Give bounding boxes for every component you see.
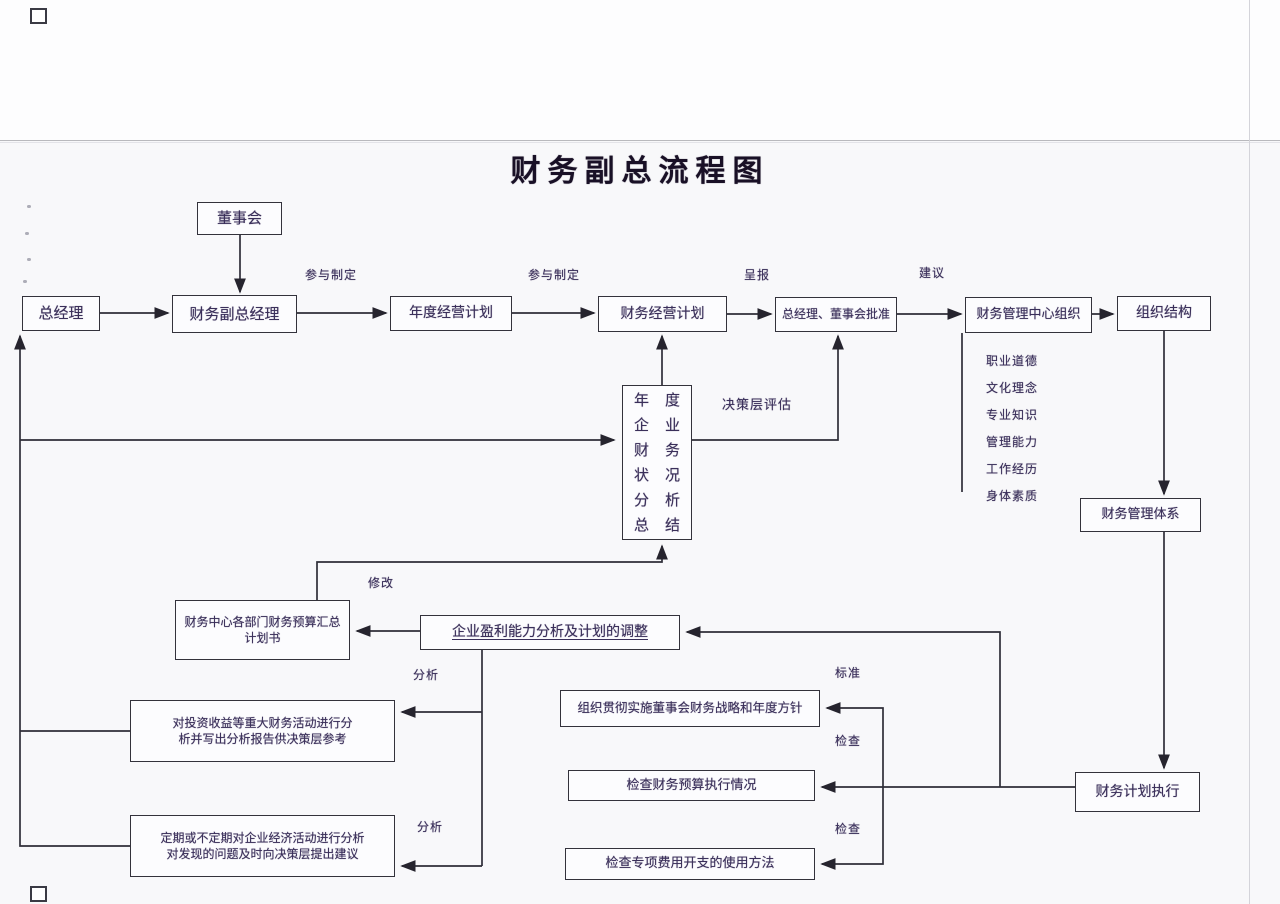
edge-label-analyze-1: 分析 (413, 668, 440, 682)
node-check-budget-execution: 检查财务预算执行情况 (568, 770, 815, 801)
node-label: 企业盈利能力分析及计划的调整 (452, 624, 648, 641)
competency-item: 工作经历 (986, 462, 1039, 476)
node-label: 董事会 (216, 209, 262, 228)
competency-item: 专业知识 (986, 408, 1039, 422)
edge-label-suggestion: 建议 (919, 266, 946, 280)
node-label-line2: 对发现的问题及时向决策层提出建议 (166, 847, 359, 861)
node-annual-operating-plan: 年度经营计划 (390, 296, 512, 331)
node-profitability-analysis-adjustment: 企业盈利能力分析及计划的调整 (420, 615, 680, 650)
node-annual-financial-analysis-summary: 年企财状分总 度业务况析结 (622, 385, 692, 540)
edge-label-participate-2: 参与制定 (528, 268, 581, 282)
node-label: 财务副总经理 (189, 304, 280, 323)
node-finance-operating-plan: 财务经营计划 (598, 296, 727, 332)
edge-label-check-2: 检查 (835, 822, 862, 836)
node-label: 财务经营计划 (620, 305, 705, 322)
node-label: 财务管理中心组织 (976, 307, 1081, 323)
node-dept-budget-plan: 财务中心各部门财务预算汇总 计划书 (175, 600, 350, 660)
scan-artifact-dot (25, 232, 29, 235)
edge-label-submit: 呈报 (744, 268, 771, 282)
node-label-line1: 定期或不定期对企业经济活动进行分析 (160, 830, 365, 845)
page-right-edge-line (1249, 0, 1250, 904)
node-label-line2: 析并写出分析报告供决策层参考 (178, 732, 347, 746)
competency-item: 职业道德 (986, 354, 1039, 368)
node-organization-structure: 组织结构 (1117, 296, 1211, 331)
node-general-manager: 总经理 (22, 296, 100, 331)
vertical-text-columns: 年企财状分总 度业务况析结 (634, 388, 680, 538)
node-label: 年度经营计划 (409, 305, 493, 322)
node-finance-plan-execution: 财务计划执行 (1075, 772, 1200, 812)
node-label: 组织贯彻实施董事会财务战略和年度方针 (577, 700, 803, 716)
node-label: 检查专项费用开支的使用方法 (605, 856, 775, 872)
scan-artifact-dot (23, 280, 27, 283)
node-gm-board-approval: 总经理、董事会批准 (775, 297, 897, 332)
edge-label-check-1: 检查 (835, 734, 862, 748)
competency-item: 文化理念 (986, 381, 1039, 395)
node-finance-vp: 财务副总经理 (172, 295, 297, 333)
node-finance-management-center: 财务管理中心组织 (965, 297, 1092, 333)
node-label-line2: 计划书 (244, 631, 281, 645)
scan-artifact-dot (27, 258, 31, 261)
node-periodic-analysis-report: 定期或不定期对企业经济活动进行分析 对发现的问题及时向决策层提出建议 (130, 815, 395, 877)
node-label-line1: 财务中心各部门财务预算汇总 (184, 614, 341, 629)
edge-label-participate-1: 参与制定 (305, 268, 358, 282)
edge-label-standard: 标准 (835, 666, 862, 680)
edge-label-decision-eval: 决策层评估 (722, 398, 793, 413)
node-label: 总经理、董事会批准 (781, 307, 890, 322)
page-corner-mark-top (30, 8, 47, 24)
node-label: 总经理 (38, 304, 84, 323)
node-investment-analysis-report: 对投资收益等重大财务活动进行分 析并写出分析报告供决策层参考 (130, 700, 395, 762)
node-label: 检查财务预算执行情况 (626, 777, 757, 793)
node-board-of-directors: 董事会 (197, 202, 282, 235)
node-label: 财务计划执行 (1095, 783, 1180, 800)
competency-item: 管理能力 (986, 435, 1039, 449)
scan-artifact-dot (27, 205, 31, 208)
node-implement-board-strategy: 组织贯彻实施董事会财务战略和年度方针 (560, 690, 820, 727)
page-title: 财务副总流程图 (510, 154, 770, 189)
vertical-column-2: 度业务况析结 (665, 390, 681, 534)
vertical-column-1: 年企财状分总 (634, 390, 650, 534)
edge-label-analyze-2: 分析 (417, 820, 444, 834)
edge-label-revise: 修改 (368, 576, 395, 590)
competency-item: 身体素质 (986, 489, 1039, 503)
node-check-special-expense: 检查专项费用开支的使用方法 (565, 848, 815, 880)
header-divider-shadow (0, 142, 1280, 143)
node-label-line1: 对投资收益等重大财务活动进行分 (172, 715, 353, 730)
node-finance-management-system: 财务管理体系 (1080, 498, 1201, 532)
node-label: 财务管理体系 (1101, 507, 1180, 523)
header-divider-line (0, 140, 1280, 141)
node-label: 组织结构 (1136, 305, 1192, 322)
page-corner-mark-bottom (30, 886, 47, 902)
